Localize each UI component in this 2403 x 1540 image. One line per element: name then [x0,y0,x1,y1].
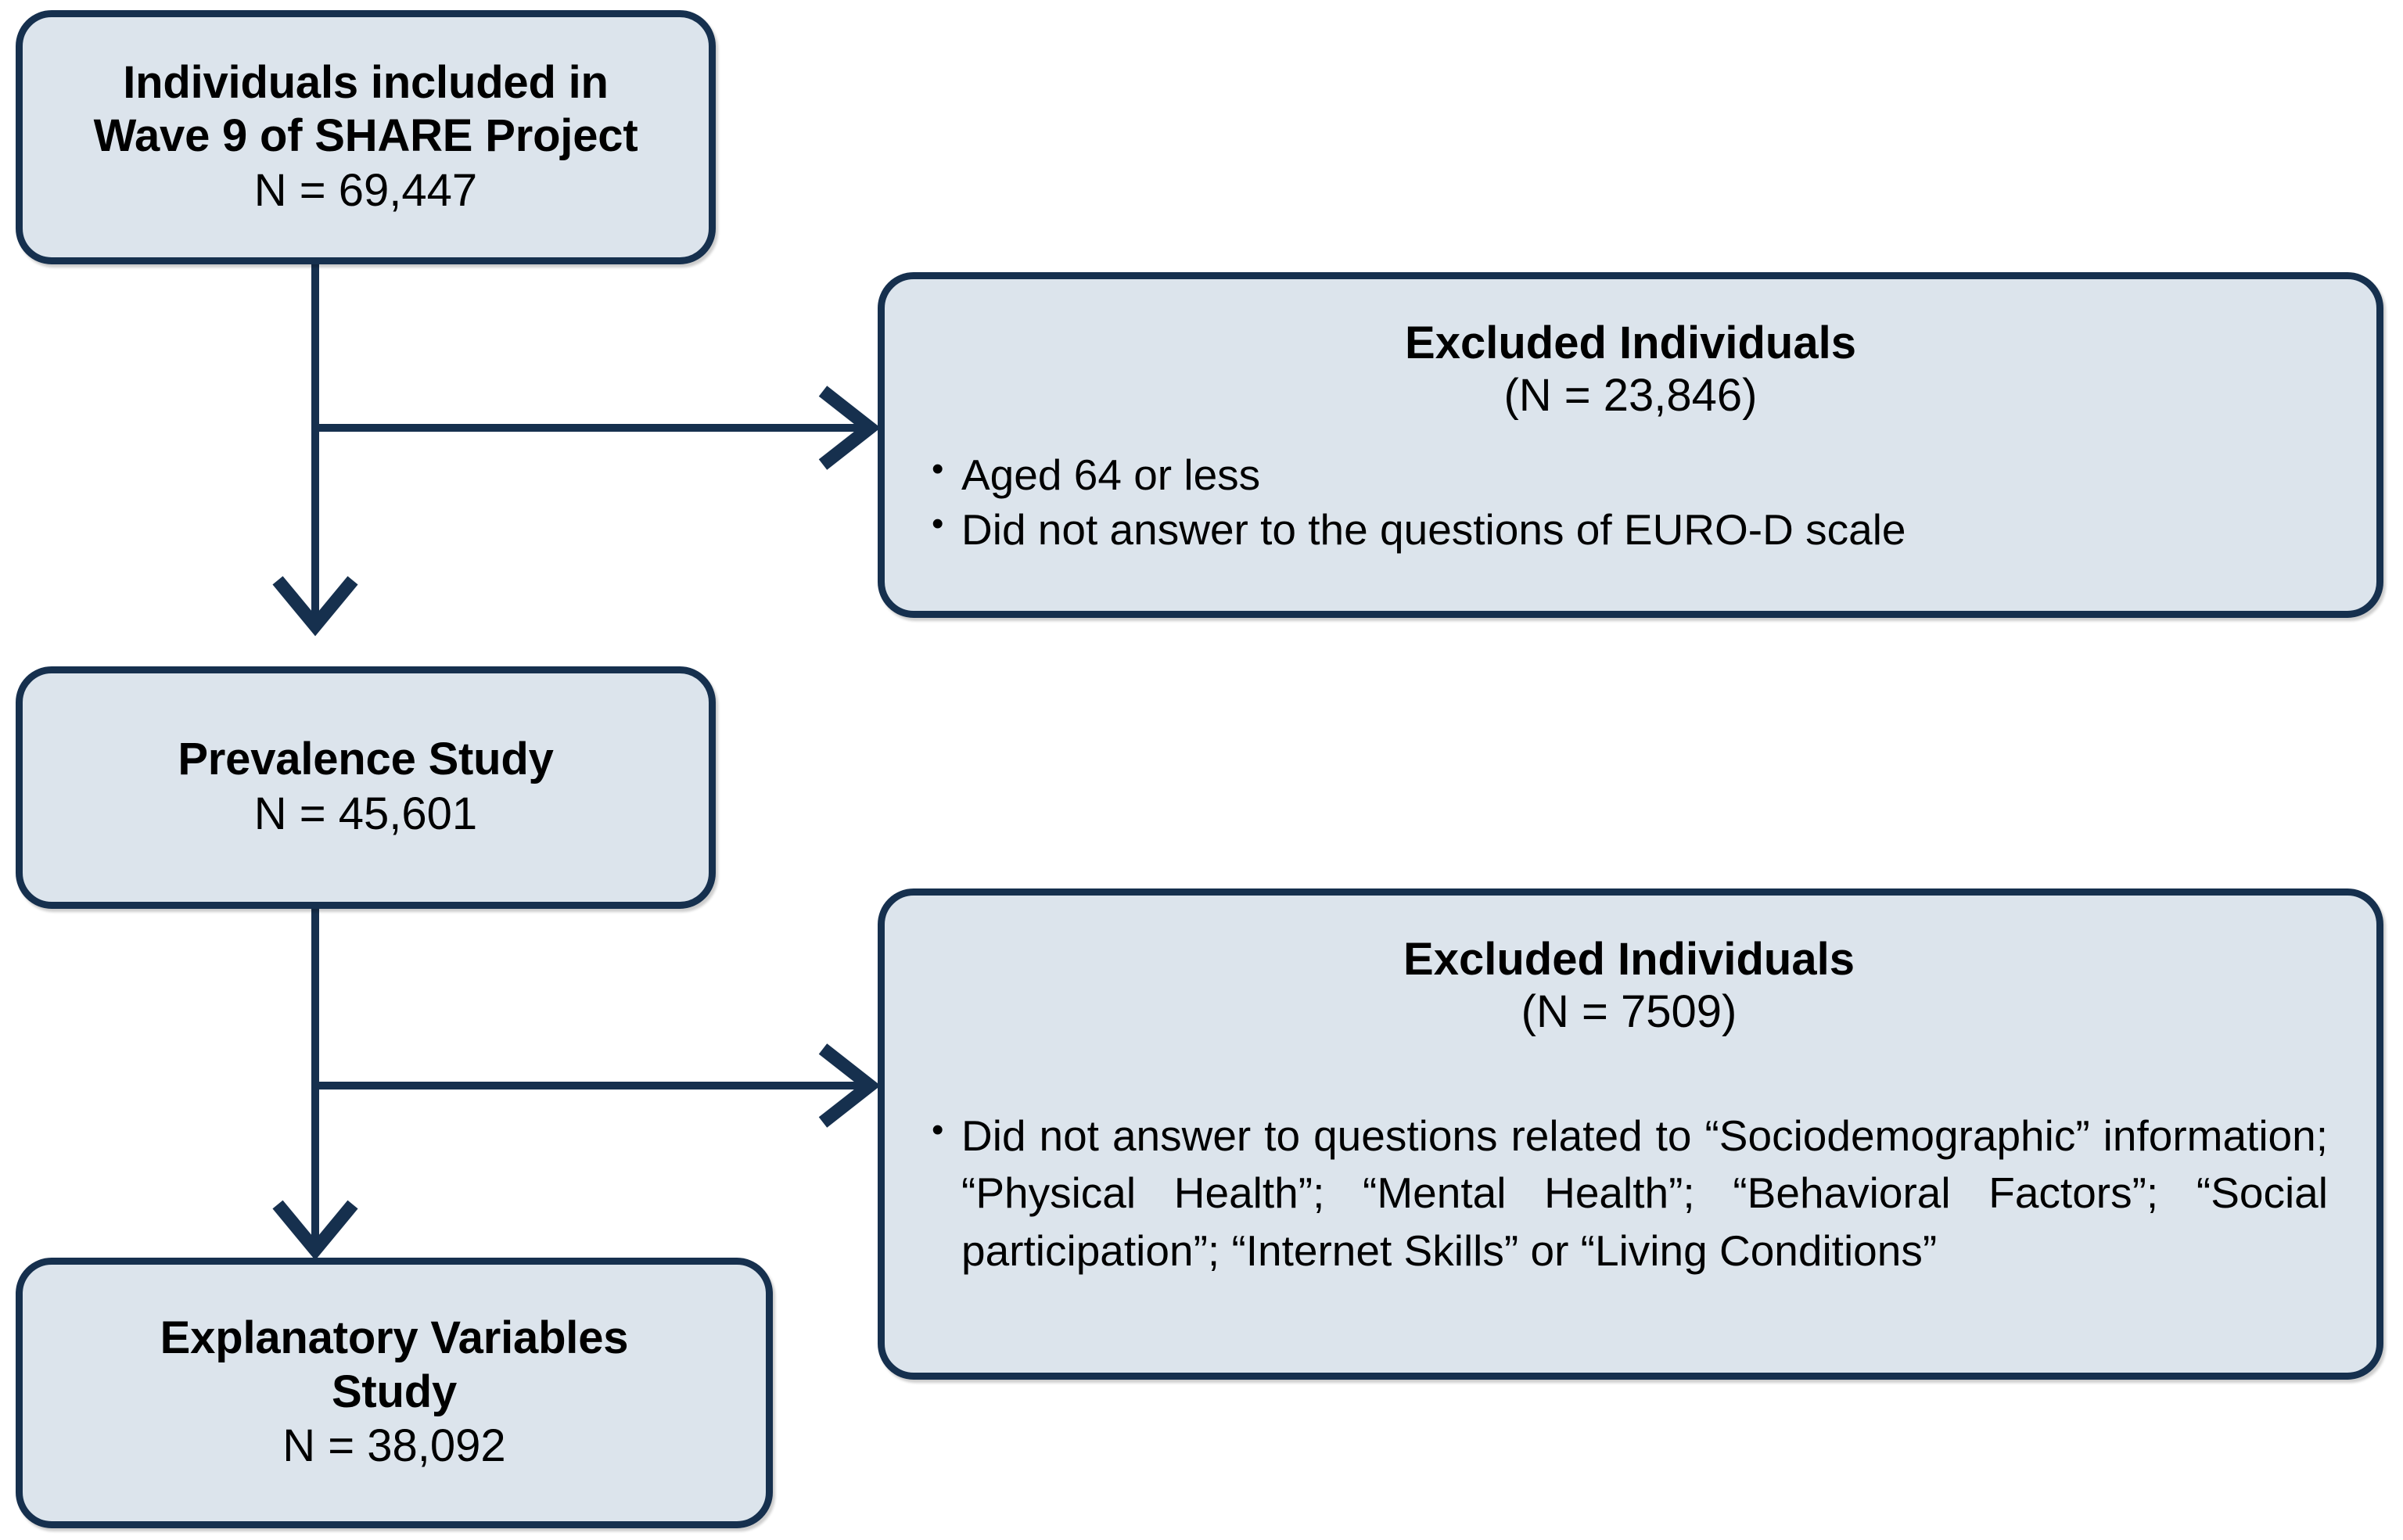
node-wave9-count: N = 69,447 [253,164,478,216]
edge-wave9-to-prevalence [272,264,358,637]
node-explanatory-title-line2: Study [331,1366,458,1417]
excluded-1-reason-list: Aged 64 or less Did not answer to the qu… [930,447,2331,558]
excluded-2-heading: Excluded Individuals [1403,934,1855,985]
excluded-2-reason-list: Did not answer to questions related to “… [930,1107,2328,1280]
excluded-1-count: (N = 23,846) [1503,370,1758,422]
excluded-2-count: (N = 7509) [1521,986,1737,1038]
edge-wave9-to-excluded-1 [315,386,881,470]
edge-prevalence-to-excluded-2 [315,1043,881,1128]
node-explanatory-count: N = 38,092 [282,1420,506,1472]
node-wave9-title-line2: Wave 9 of SHARE Project [93,110,638,162]
node-excluded-individuals-1: Excluded Individuals (N = 23,846) Aged 6… [878,272,2383,618]
node-prevalence-study: Prevalence Study N = 45,601 [16,666,716,909]
node-explanatory-variables-study: Explanatory Variables Study N = 38,092 [16,1258,773,1528]
list-item: Aged 64 or less [930,447,2331,502]
node-excluded-individuals-2: Excluded Individuals (N = 7509) Did not … [878,888,2383,1380]
excluded-1-heading: Excluded Individuals [1405,318,1856,368]
node-explanatory-title-line1: Explanatory Variables [160,1312,629,1364]
node-prevalence-count: N = 45,601 [253,788,478,839]
list-item: Did not answer to the questions of EURO-… [930,502,2331,557]
node-wave9-title-line1: Individuals included in [123,56,609,108]
node-wave9-included: Individuals included in Wave 9 of SHARE … [16,10,716,264]
node-prevalence-title: Prevalence Study [178,734,554,785]
edge-prevalence-to-explanatory [272,909,358,1261]
list-item: Did not answer to questions related to “… [930,1107,2328,1280]
